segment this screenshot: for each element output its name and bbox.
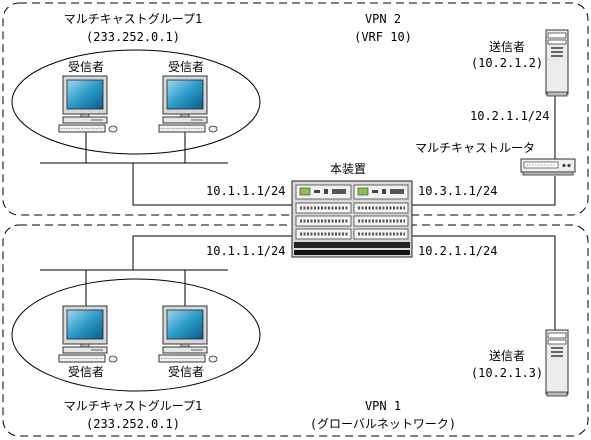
vpn1-right-interface: 10.2.1.1/24 (418, 244, 498, 258)
vpn1-group-address: (233.252.0.1) (86, 417, 180, 431)
vpn2-group-name: マルチキャストグループ1 (63, 12, 203, 26)
vpn1-receiver-left-pc-icon (58, 305, 118, 363)
vpn2-group-address: (233.252.0.1) (86, 30, 180, 44)
vpn2-right-link (412, 176, 556, 206)
vpn1-sender-address: (10.2.1.3) (470, 366, 544, 380)
vpn2-receiver-left-label: 受信者 (67, 60, 105, 74)
vpn2-sender-label: 送信者 (488, 40, 526, 54)
device-label: 本装置 (330, 162, 367, 176)
vpn2-sender-server-icon (545, 29, 569, 97)
vpn1-right-link (412, 235, 556, 330)
vpn1-receiver-right-label: 受信者 (167, 365, 205, 379)
vpn2-left-link (132, 163, 292, 206)
vpn2-group-ellipse (11, 49, 261, 155)
vpn1-sender-server-icon (545, 329, 569, 397)
vpn1-group-ellipse (11, 278, 261, 392)
vpn2-label: VPN 2 (364, 12, 402, 26)
vpn1-left-interface: 10.1.1.1/24 (206, 244, 286, 258)
vpn2-receiver-right-pc-icon (158, 75, 218, 133)
vpn1-sublabel: (グローバルネットワーク) (309, 417, 457, 431)
vpn2-left-interface: 10.1.1.1/24 (206, 184, 286, 198)
vpn1-label: VPN 1 (364, 399, 402, 413)
vpn1-sender-label: 送信者 (488, 349, 526, 363)
vpn2-sender-address: (10.2.1.2) (470, 56, 544, 70)
core-switch-icon (291, 180, 413, 258)
vpn2-receiver-right-label: 受信者 (167, 60, 205, 74)
vpn2-receiver-left-pc-icon (58, 75, 118, 133)
vpn2-sublabel: (VRF 10) (354, 30, 412, 44)
multicast-router-icon (520, 158, 576, 176)
vpn1-receiver-left-label: 受信者 (67, 365, 105, 379)
vpn2-right-interface: 10.3.1.1/24 (418, 184, 498, 198)
multicast-router-label: マルチキャストルータ (415, 141, 536, 155)
vpn2-sender-link-address: 10.2.1.1/24 (470, 109, 550, 123)
vpn1-group-name: マルチキャストグループ1 (63, 399, 203, 413)
vpn1-receiver-right-pc-icon (158, 305, 218, 363)
vpn1-left-link (132, 235, 292, 270)
